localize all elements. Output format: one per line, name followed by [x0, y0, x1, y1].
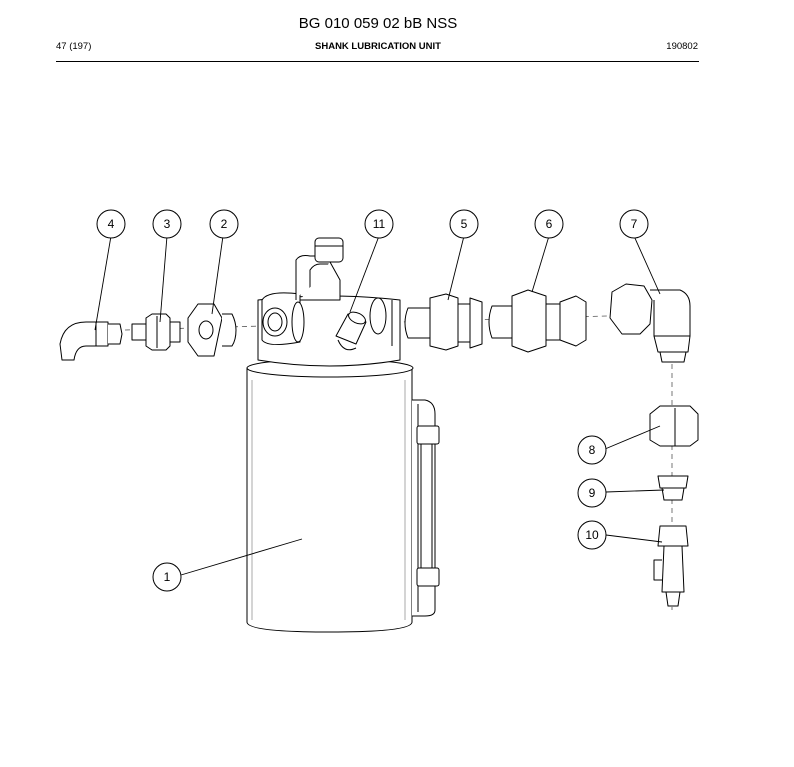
callout-3: 3: [152, 209, 182, 239]
callout-7: 7: [619, 209, 649, 239]
callout-9: 9: [577, 478, 607, 508]
svg-text:10: 10: [585, 528, 599, 542]
callout-5: 5: [449, 209, 479, 239]
part-9-ferrule: [657, 475, 689, 501]
svg-text:6: 6: [546, 217, 553, 231]
part-3-nipple: [131, 313, 181, 351]
date-code: 190802: [666, 41, 698, 52]
callout-4: 4: [96, 209, 126, 239]
svg-text:4: 4: [108, 217, 115, 231]
callout-6: 6: [534, 209, 564, 239]
svg-text:5: 5: [461, 217, 468, 231]
svg-text:9: 9: [589, 486, 596, 500]
part-11-angled-nipple: [335, 311, 367, 351]
callout-1: 1: [152, 562, 182, 592]
svg-text:3: 3: [164, 217, 171, 231]
svg-text:7: 7: [631, 217, 638, 231]
svg-text:2: 2: [221, 217, 228, 231]
leader-lines: [94, 235, 665, 576]
document-id: BG 010 059 02 bB NSS: [298, 15, 458, 32]
callout-8: 8: [577, 435, 607, 465]
callout-2: 2: [209, 209, 239, 239]
header-rule: [56, 61, 699, 62]
part-10-tee-connector: [653, 525, 689, 607]
part-7-elbow-fitting: [609, 283, 691, 363]
part-2-hex-nut: [187, 303, 237, 357]
section-title: SHANK LUBRICATION UNIT: [315, 41, 441, 52]
part-5-bulkhead-union: [404, 293, 483, 351]
part-8-nut: [649, 405, 699, 447]
part-6-adapter: [488, 289, 587, 353]
svg-text:11: 11: [373, 217, 386, 231]
svg-text:8: 8: [589, 443, 596, 457]
callout-balloons: 1 2 3 4 5 6 7 8 9 10 11: [96, 209, 649, 592]
page-number: 47 (197): [56, 41, 92, 52]
part-4-elbow: [59, 321, 123, 361]
callout-10: 10: [577, 520, 607, 550]
callout-11: 11: [364, 209, 394, 239]
part-1-tank: [246, 237, 440, 633]
svg-text:1: 1: [164, 570, 171, 584]
